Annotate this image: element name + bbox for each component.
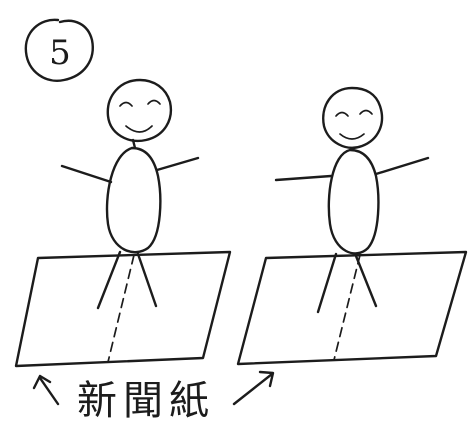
right-eye xyxy=(359,109,373,115)
right-leg xyxy=(354,254,378,308)
newspaper-sheet-right xyxy=(236,250,468,366)
figure-right xyxy=(274,86,430,314)
left-eye xyxy=(119,101,133,107)
left-arm xyxy=(60,164,113,184)
right-arm xyxy=(374,156,430,176)
smile xyxy=(339,133,365,140)
step-marker: 5 xyxy=(24,18,94,82)
figure-left xyxy=(60,78,200,310)
body xyxy=(327,148,380,255)
body xyxy=(105,146,162,254)
arrow-right xyxy=(232,370,275,406)
step-circle xyxy=(24,18,94,82)
arrow-left xyxy=(32,374,60,406)
left-leg xyxy=(316,252,338,314)
smile xyxy=(125,125,153,133)
right-arm xyxy=(155,156,200,172)
newspaper-sheet-left xyxy=(14,250,232,368)
left-leg xyxy=(96,250,122,310)
head xyxy=(106,78,173,143)
caption-newspaper: 新聞紙 xyxy=(77,378,215,424)
head xyxy=(322,86,384,149)
left-eye xyxy=(335,111,349,117)
right-leg xyxy=(136,252,158,308)
step-number: 5 xyxy=(49,33,71,73)
right-eye xyxy=(147,99,161,105)
neck xyxy=(131,138,137,150)
left-arm xyxy=(274,174,333,182)
